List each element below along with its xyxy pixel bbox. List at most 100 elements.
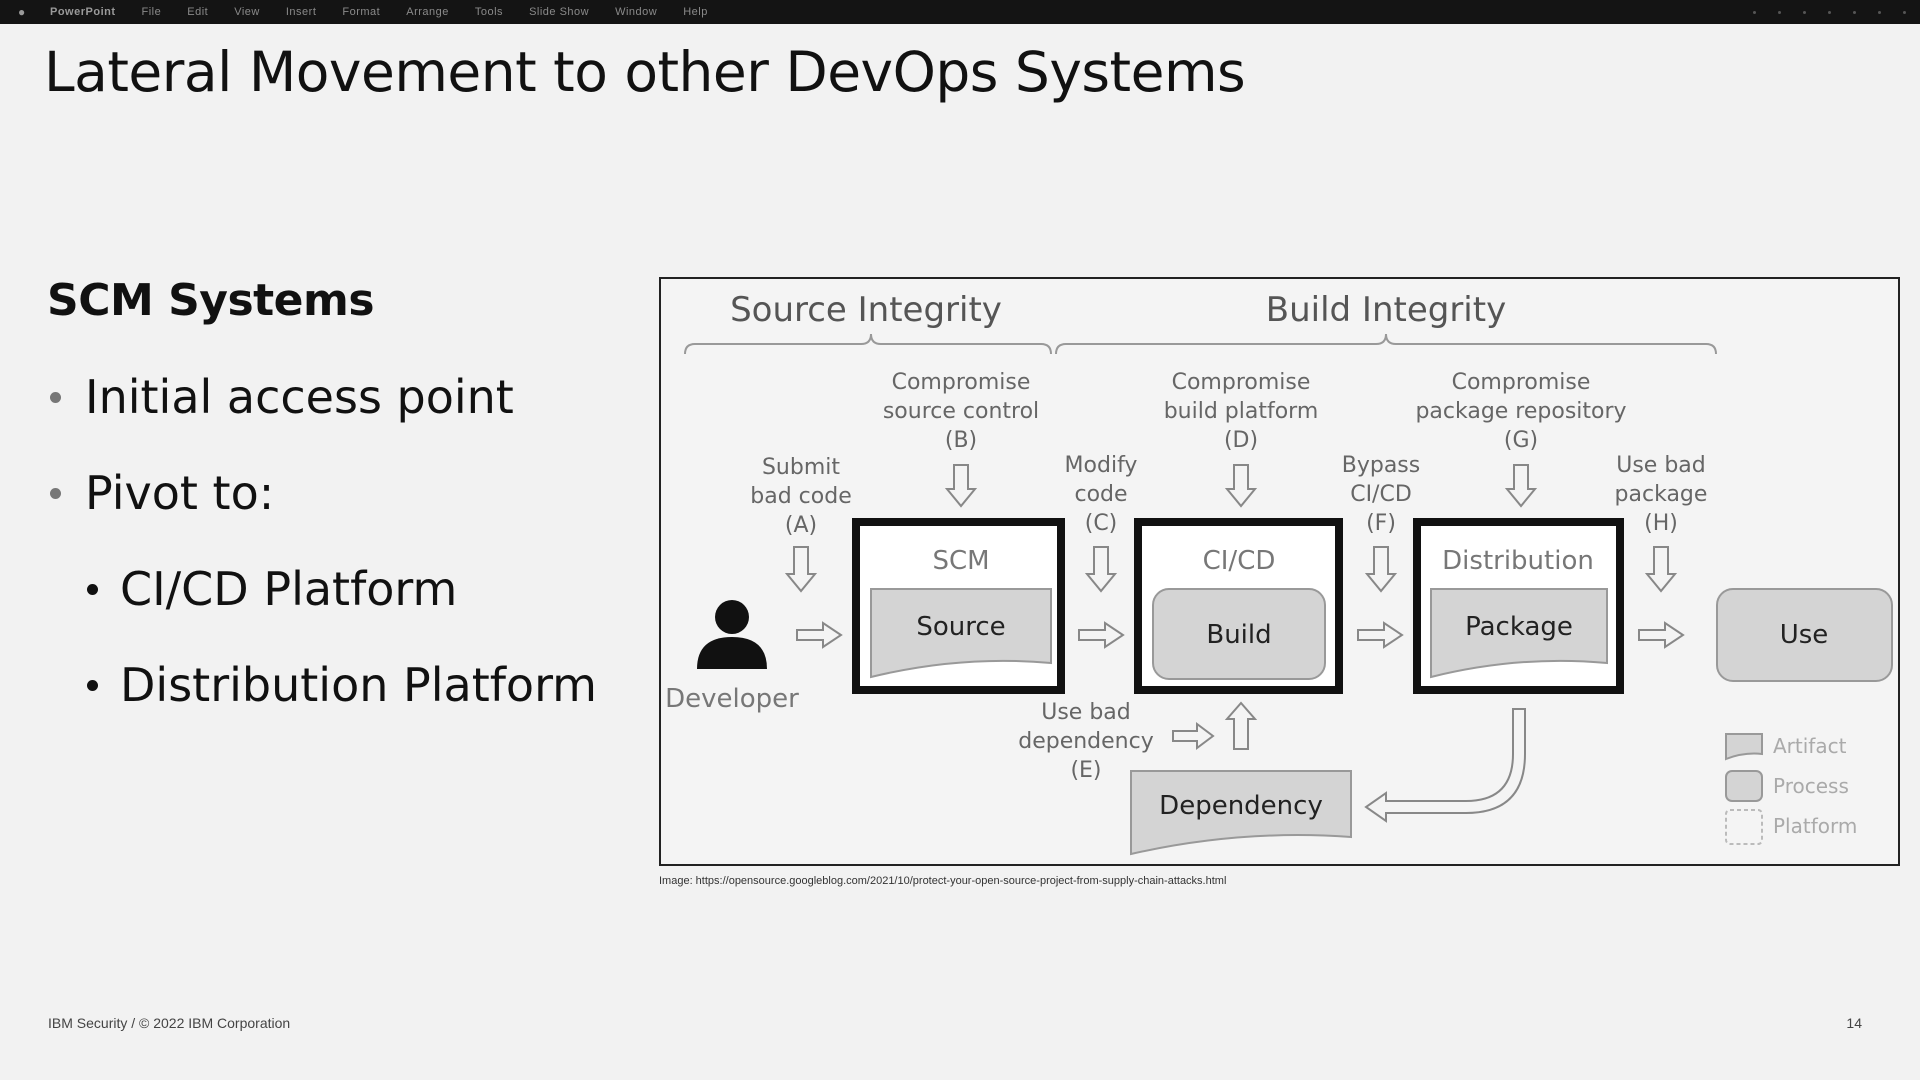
down-arrow-icon (1644, 546, 1678, 593)
menu-item-tools[interactable]: Tools (474, 6, 504, 18)
curved-arrow-icon (1364, 708, 1526, 823)
menu-item-arrange[interactable]: Arrange (406, 6, 449, 18)
threat-d-line1: Compromise (1172, 370, 1311, 395)
threat-e-line3: (E) (1070, 758, 1101, 783)
platform-distribution-label: Distribution (1442, 546, 1594, 576)
threat-e-line2: dependency (1018, 729, 1154, 754)
legend-artifact-icon (1725, 733, 1763, 761)
process-use-label: Use (1780, 620, 1829, 650)
right-arrow-icon (796, 621, 843, 649)
sub-bullet-text: CI/CD Platform (120, 562, 458, 616)
threat-d-line3: (D) (1224, 428, 1258, 453)
artifact-dependency (1130, 770, 1352, 856)
image-caption: Image: https://opensource.googleblog.com… (659, 875, 1227, 887)
process-build (1152, 588, 1326, 680)
threat-h-line2: package (1615, 482, 1708, 507)
right-arrow-icon (1638, 621, 1685, 649)
menu-item-help[interactable]: Help (683, 6, 708, 18)
section-heading: SCM Systems (47, 275, 375, 326)
down-arrow-icon (1224, 464, 1258, 508)
battery-icon[interactable] (1853, 10, 1856, 14)
slide-footer: IBM Security / © 2022 IBM Corporation (48, 1015, 291, 1031)
threat-d-line2: build platform (1164, 399, 1319, 424)
artifact-source-label: Source (916, 612, 1005, 642)
bullet-text: Initial access point (85, 370, 514, 424)
bullet-icon (87, 583, 98, 595)
menu-bar: ● PowerPoint File Edit View Insert Forma… (0, 0, 1920, 24)
sub-bullet-item: CI/CD Platform (87, 562, 457, 616)
search-icon[interactable] (1878, 10, 1881, 14)
menu-item-format[interactable]: Format (342, 6, 381, 18)
status-icon[interactable] (1753, 10, 1756, 14)
legend-process-label: Process (1773, 774, 1849, 798)
header-source-integrity: Source Integrity (730, 290, 1002, 330)
menu-item-view[interactable]: View (234, 6, 260, 18)
threat-a-line2: bad code (750, 484, 851, 509)
threat-h-line1: Use bad (1616, 453, 1706, 478)
apple-icon[interactable]: ● (18, 5, 26, 19)
page-number: 14 (1846, 1015, 1862, 1031)
platform-cicd-label: CI/CD (1203, 546, 1276, 576)
legend-artifact-label: Artifact (1773, 734, 1847, 758)
menu-item-file[interactable]: File (141, 6, 162, 18)
legend-platform-icon (1725, 809, 1763, 845)
threat-c-line3: (C) (1085, 511, 1118, 536)
menu-bar-status-area (1753, 0, 1906, 24)
bullet-icon (87, 679, 98, 691)
threat-f-line3: (F) (1366, 511, 1396, 536)
developer-icon (697, 600, 767, 669)
threat-b-line3: (B) (945, 428, 977, 453)
menu-item-slide-show[interactable]: Slide Show (529, 6, 590, 18)
threat-g-line3: (G) (1504, 428, 1538, 453)
bullet-item: Initial access point (50, 370, 514, 424)
threat-a-line1: Submit (762, 455, 840, 480)
threat-b-line1: Compromise (892, 370, 1031, 395)
platform-scm-label: SCM (932, 546, 989, 576)
supply-chain-diagram: Source Integrity Build Integrity Develop… (659, 277, 1900, 866)
threat-b-line2: source control (883, 399, 1039, 424)
bullet-icon (50, 487, 61, 499)
developer-label: Developer (665, 684, 799, 714)
artifact-package (1430, 588, 1608, 679)
threat-e-line1: Use bad (1041, 700, 1131, 725)
menu-item-window[interactable]: Window (615, 6, 658, 18)
menu-item-insert[interactable]: Insert (285, 6, 317, 18)
menu-item-edit[interactable]: Edit (187, 6, 209, 18)
legend-platform-label: Platform (1773, 814, 1857, 838)
process-build-label: Build (1206, 620, 1271, 650)
threat-g-line2: package repository (1415, 399, 1626, 424)
down-arrow-icon (784, 546, 818, 593)
right-arrow-icon (1357, 621, 1404, 649)
artifact-source (870, 588, 1052, 679)
sub-bullet-item: Distribution Platform (87, 658, 597, 712)
bullet-text: Pivot to: (85, 466, 275, 520)
down-arrow-icon (1084, 546, 1118, 593)
bullet-icon (50, 391, 61, 403)
right-arrow-icon (1078, 621, 1125, 649)
down-arrow-icon (1364, 546, 1398, 593)
threat-c-line2: code (1074, 482, 1127, 507)
process-use (1716, 588, 1893, 682)
artifact-dependency-label: Dependency (1159, 791, 1323, 821)
slide-title: Lateral Movement to other DevOps Systems (44, 40, 1246, 104)
down-arrow-icon (944, 464, 978, 508)
threat-g-line1: Compromise (1452, 370, 1591, 395)
legend-process-icon (1725, 770, 1763, 802)
threat-c-line1: Modify (1065, 453, 1138, 478)
brace-source-integrity (684, 333, 1052, 355)
wifi-icon[interactable] (1828, 10, 1831, 14)
status-icon[interactable] (1778, 10, 1781, 14)
threat-f-line2: CI/CD (1350, 482, 1412, 507)
control-center-icon[interactable] (1903, 10, 1906, 14)
up-arrow-icon (1224, 701, 1258, 750)
status-icon[interactable] (1803, 10, 1806, 14)
artifact-package-label: Package (1465, 612, 1573, 642)
header-build-integrity: Build Integrity (1266, 290, 1506, 330)
threat-h-line3: (H) (1644, 511, 1678, 536)
threat-a-line3: (A) (785, 513, 817, 538)
menu-item-app[interactable]: PowerPoint (50, 6, 116, 18)
right-arrow-icon (1172, 722, 1215, 750)
brace-build-integrity (1055, 333, 1717, 355)
diagram-canvas: Source Integrity Build Integrity Develop… (665, 290, 1893, 856)
sub-bullet-text: Distribution Platform (120, 658, 597, 712)
